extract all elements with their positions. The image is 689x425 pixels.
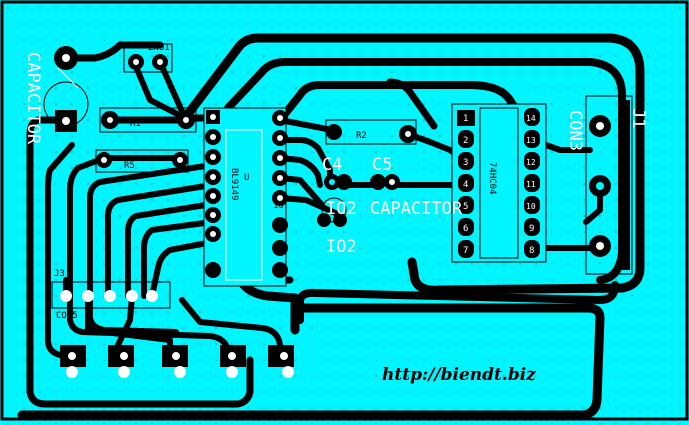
url-watermark: http://biendt.biz [382, 365, 536, 385]
ic2-pin-label: 7 [463, 246, 468, 256]
ic2-pin-label: 14 [526, 114, 536, 123]
ic2-pins [457, 108, 540, 258]
capacitor-left-label: CAPACITOR [23, 52, 43, 145]
capacitor-mid-label: CAPACITOR [370, 199, 463, 219]
zno-label: ZNO1 [148, 43, 170, 53]
ic2-label: 74HC04 [487, 162, 497, 195]
ic2-pin-label: 4 [463, 180, 468, 190]
r5-label: R5 [124, 161, 135, 171]
ic1-pin-numbers: 8 16 13 10 9 [210, 201, 284, 277]
ic2-pin-label: 9 [529, 224, 534, 234]
io2-bottom-label: IO2 [326, 237, 357, 257]
led-row [60, 345, 294, 378]
ic2-pin-label: 12 [526, 158, 536, 167]
c5-label: C5 [372, 155, 392, 175]
capacitor-c4: C4 [322, 155, 352, 190]
ic2-pin-label: 3 [463, 158, 468, 168]
j3-label: J3 [54, 269, 65, 279]
ic1-pin-label: 8 [210, 267, 215, 277]
con5-header: CON5 J3 [51, 269, 171, 321]
io2-top-label: IO2 [326, 199, 357, 219]
ic1-pin-label: 13 [273, 222, 284, 232]
ic1-pin-label: 16 [273, 201, 284, 211]
left-capacitor: CAPACITOR [23, 46, 89, 145]
r1-label: R1 [130, 119, 141, 129]
ic2-pin-label: 5 [463, 202, 468, 212]
j1-label: J1 [628, 108, 648, 128]
ic2-pin-label: 13 [526, 136, 536, 145]
ic2-pin-numbers: 1 2 3 4 5 6 7 14 13 12 11 10 9 8 [463, 114, 536, 256]
ic2-pin-label: 6 [463, 224, 468, 234]
ic1-pin-label: 9 [276, 267, 281, 277]
ic1-pin-label: 10 [273, 245, 284, 255]
regulator-io2: IO2 IO2 CAPACITOR [317, 197, 463, 257]
con3-label: CON3 [565, 110, 585, 151]
ic2-pin-label: 1 [463, 114, 468, 124]
c4-label: C4 [322, 155, 342, 175]
con3-connector: CON3 J1 [565, 95, 648, 275]
ic2-pin-label: 10 [526, 202, 536, 211]
zno-varistor: ZNO1 [123, 43, 173, 73]
ic1-u-label: U [244, 173, 249, 183]
ic2-pin-label: 11 [526, 180, 536, 189]
ic1-pins [205, 110, 288, 278]
resistor-r1: R1 [99, 107, 197, 133]
con5-label: CON5 [56, 311, 78, 321]
capacitor-c5: C5 [370, 155, 400, 190]
resistor-r2: R2 [325, 119, 417, 145]
ic2-pin-label: 2 [463, 136, 468, 146]
ic1-label: BL9149 [229, 168, 239, 201]
ic2-pin-label: 8 [529, 246, 534, 256]
r2-label: R2 [356, 131, 367, 141]
resistor-r5: R5 [95, 149, 189, 173]
